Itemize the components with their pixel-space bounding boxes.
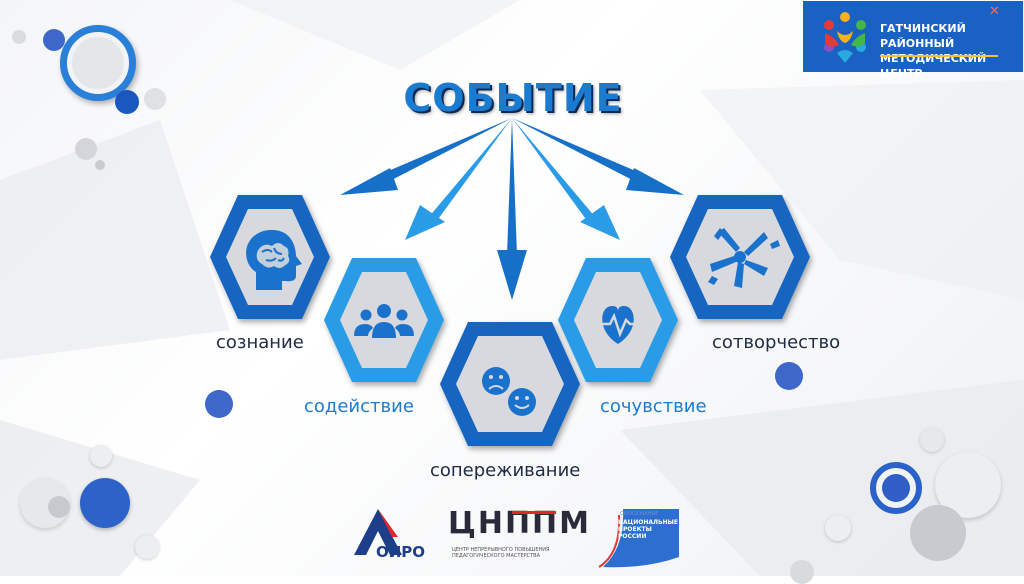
heartbeat-icon [596,306,642,344]
decor-ring-inner [72,37,124,89]
concept-label: сотворчество [712,332,841,353]
decor-dot [75,138,97,160]
decor-dot [910,505,966,561]
np-top-text: ОБРАЗОВАНИЕ [620,511,659,517]
concept-label: сознание [216,332,304,353]
close-x-icon: ✕ [989,4,1000,19]
decor-dot [48,496,70,518]
decor-dot [144,88,166,110]
decor-dot [90,445,112,467]
arrow-to-sodeystvie [405,118,512,240]
brand-underline [880,55,998,57]
brand-logo: ✕ ГАТЧИНСКИЙ РАЙОННЫЙ МЕТОДИЧЕСКИЙ ЦЕНТР [803,1,1023,80]
decor-dot [205,390,233,418]
decor-dot [135,535,159,559]
concept-label: сочувствие [600,396,707,417]
joined-hands-icon [708,228,780,288]
decor-dot [80,478,130,528]
oiro-logo-icon [354,509,402,555]
national-projects-logo-icon [598,509,679,568]
cnppm-subtitle: ЦЕНТР НЕПРЕРЫВНОГО ПОВЫШЕНИЯ ПЕДАГОГИЧЕС… [452,547,550,559]
hex-soperezhivanie [440,322,580,446]
colorful-people-logo-icon [824,12,866,63]
decor-dot [95,160,105,170]
arrow-to-sochuvstvie [512,118,620,240]
decor-ring-right [870,462,922,514]
decor-dot [115,90,139,114]
decor-dot [12,30,26,44]
np-main-text: НАЦИОНАЛЬНЫЕ ПРОЕКТЫ РОССИИ [618,519,678,540]
group-people-icon [354,304,414,338]
hex-sodeystvie [324,258,444,382]
arrow-down [497,118,527,300]
decor-dot [920,428,944,452]
concept-label: сопереживание [430,460,581,481]
brain-head-icon [246,229,302,290]
arrow-to-sotvorchestvo [512,118,684,195]
concept-label: содействие [304,396,414,417]
arrow-to-soznanie [340,118,512,195]
decor-dot [775,362,803,390]
brand-name: ГАТЧИНСКИЙ РАЙОННЫЙ МЕТОДИЧЕСКИЙ ЦЕНТР [880,21,1023,81]
brand-line-1: ГАТЧИНСКИЙ РАЙОННЫЙ [880,22,966,50]
decor-dot [882,474,910,502]
decor-dot [825,515,851,541]
oiro-logo-text: ОИРО [376,543,426,561]
decor-dot [43,29,65,51]
slide-title: СОБЫТИЕ [403,76,623,120]
sad-happy-faces-icon [482,367,536,416]
cnppm-red-bar [512,511,556,514]
